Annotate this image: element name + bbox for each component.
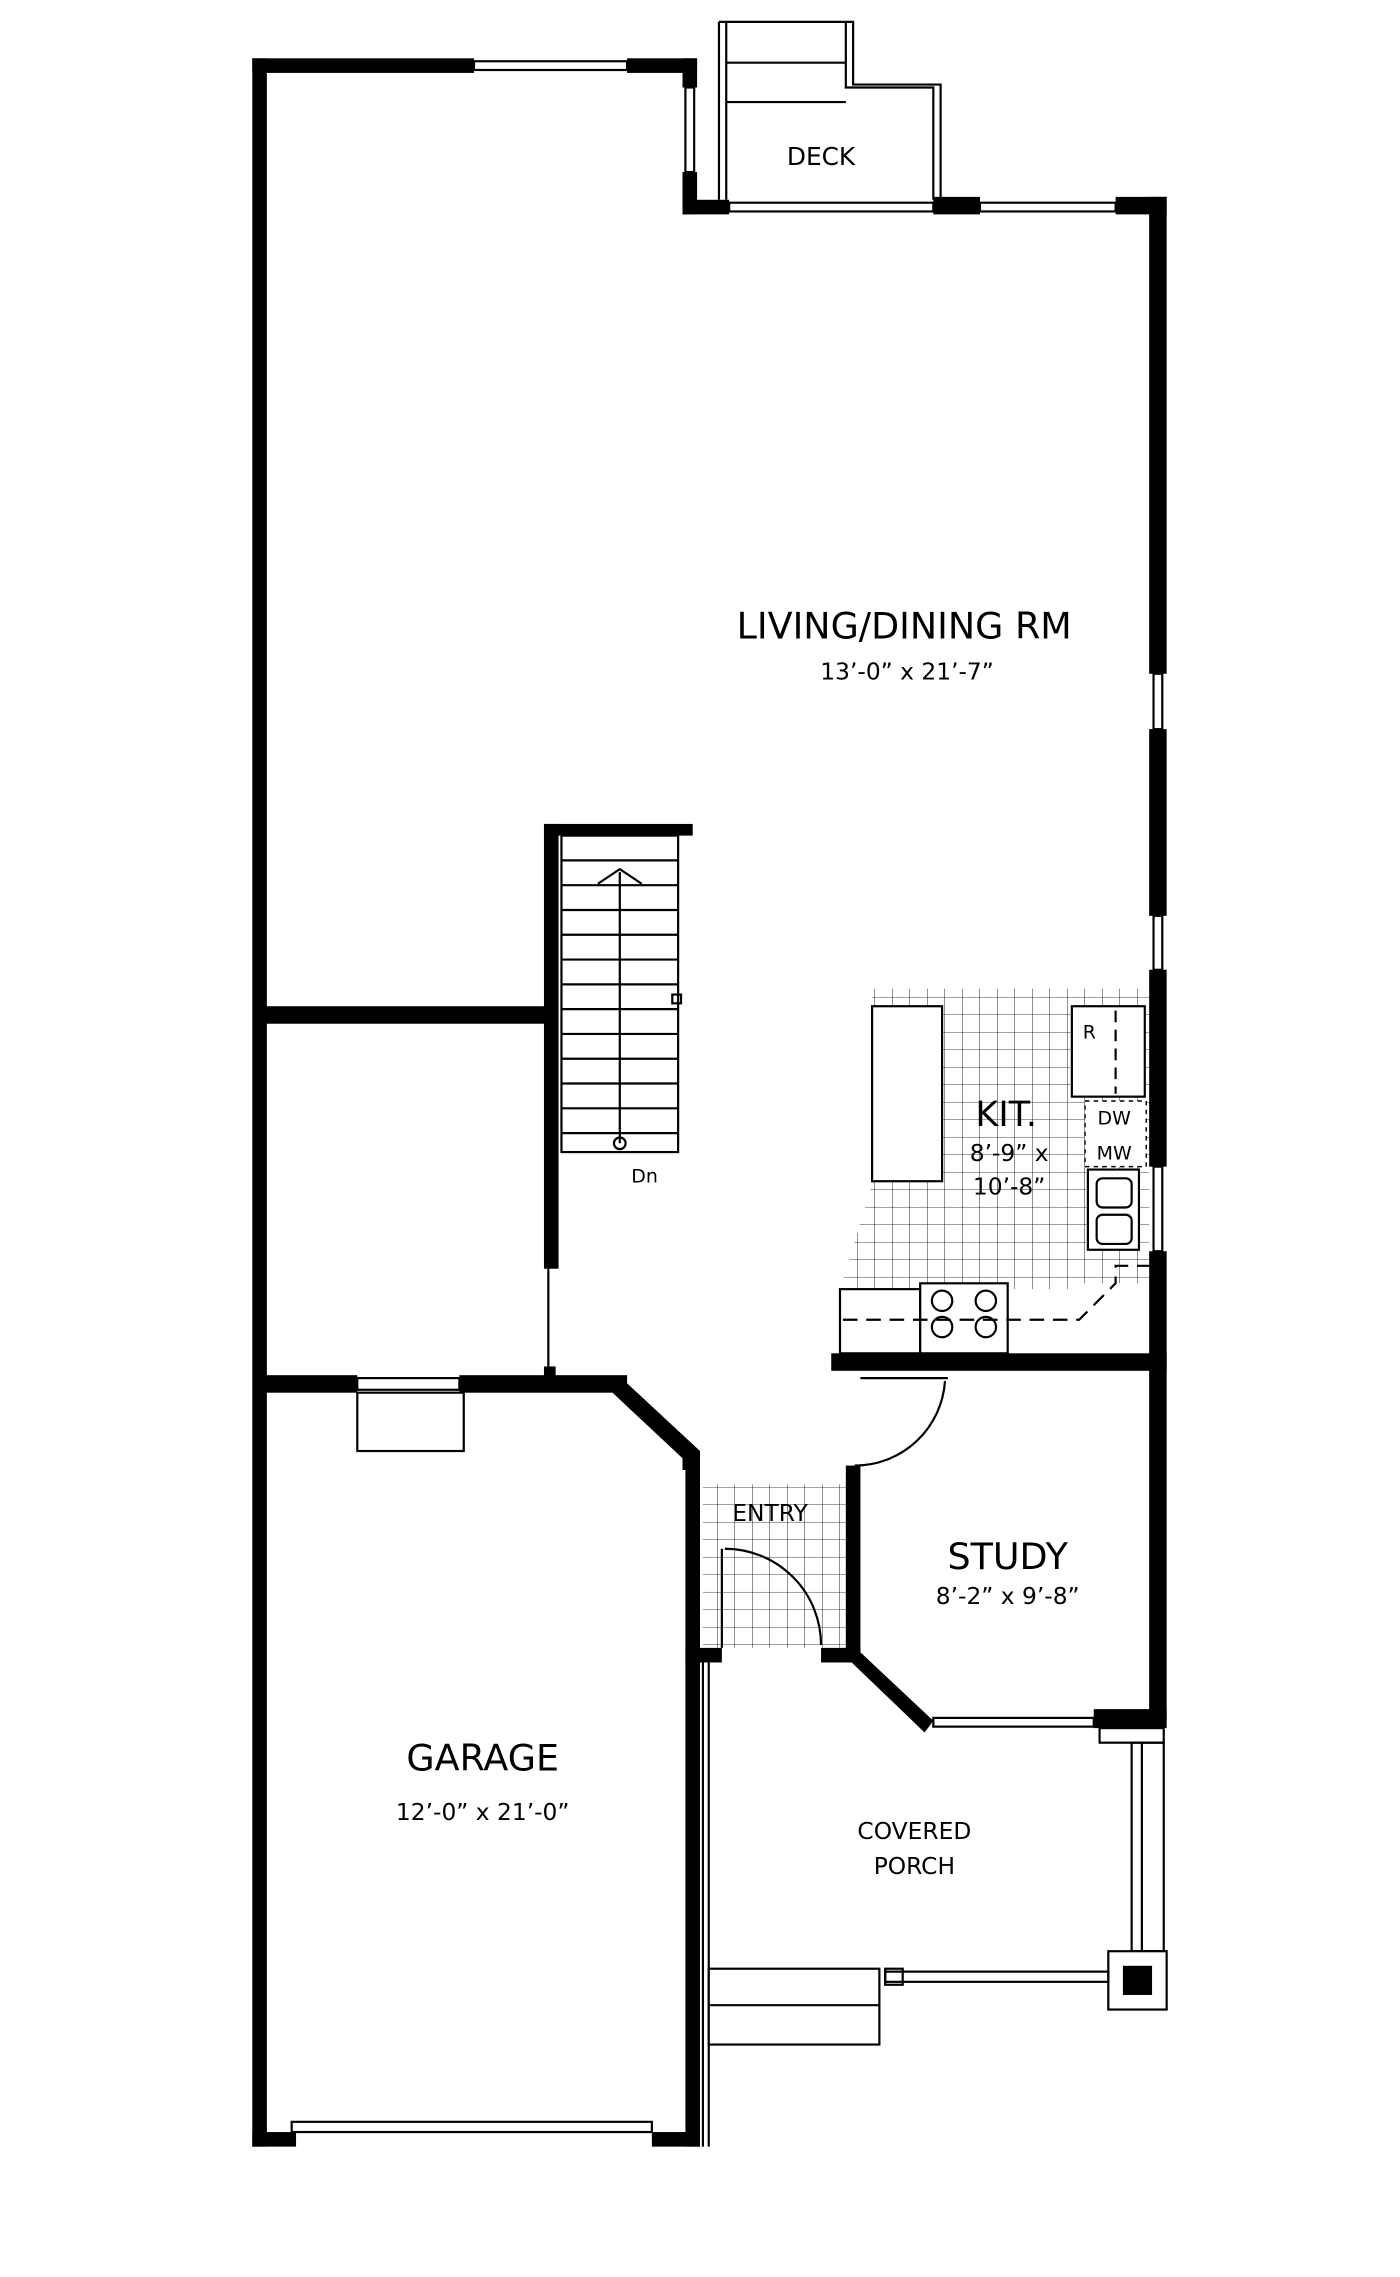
entry-label: ENTRY — [732, 1499, 808, 1527]
refrigerator — [1070, 1005, 1146, 1098]
entry-tile-floor — [702, 1484, 849, 1648]
walls — [252, 58, 1167, 2147]
kitchen-size-line1: 8’-9” x — [970, 1139, 1049, 1167]
fridge-label: R — [1083, 1021, 1096, 1043]
stairs: Dn — [560, 834, 683, 1188]
kitchen-island — [870, 1005, 944, 1183]
garage-label: GARAGE — [406, 1736, 559, 1779]
study-size: 8’-2” x 9’-8” — [936, 1582, 1080, 1610]
windows — [290, 60, 1164, 2147]
garage-size: 12’-0” x 21’-0” — [396, 1798, 570, 1826]
living-dining-label: LIVING/DINING RM — [737, 605, 1072, 648]
deck: DECK — [717, 20, 942, 200]
study-label: STUDY — [948, 1535, 1069, 1578]
kitchen-fixtures: R DW MW KIT. 8’-9” x 10’-8” — [838, 1005, 1150, 1355]
living-dining-size: 13’-0” x 21’-7” — [820, 658, 994, 686]
porch-label-line2: PORCH — [874, 1852, 955, 1880]
covered-porch: COVERED PORCH — [707, 1726, 1168, 2046]
kitchen-size-line2: 10’-8” — [973, 1172, 1045, 1200]
porch-steps — [707, 1967, 881, 2046]
deck-label: DECK — [787, 142, 856, 171]
porch-label-line1: COVERED — [857, 1817, 971, 1845]
stairs-down-label: Dn — [631, 1166, 658, 1188]
kitchen-label: KIT. — [975, 1095, 1037, 1135]
dishwasher-label: DW — [1098, 1107, 1132, 1129]
microwave-label: MW — [1097, 1142, 1132, 1164]
